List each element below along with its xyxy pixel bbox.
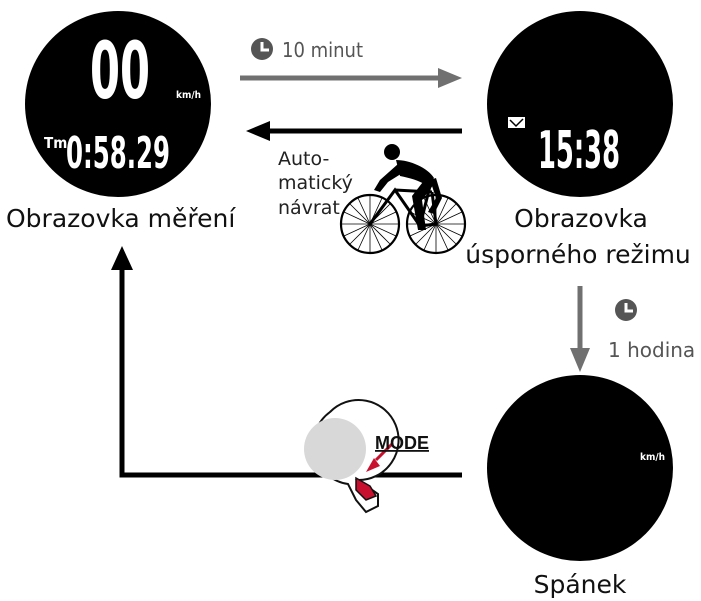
measurement-time-prefix: Tm — [44, 134, 67, 152]
arrow-to-power-saving — [240, 68, 462, 88]
measurement-display-circle — [25, 11, 211, 197]
clock-icon — [508, 117, 525, 128]
mode-button-label: MODE — [375, 433, 429, 453]
sleep-speed-unit: km/h — [640, 452, 665, 463]
sleep-screen: km/h — [487, 375, 673, 561]
auto-return-line3: návrat — [278, 197, 340, 219]
arrow-to-sleep — [570, 286, 590, 372]
power-saving-display-circle — [487, 11, 673, 197]
power-saving-screen: 15:38 — [487, 11, 673, 197]
timer-icon — [251, 38, 273, 60]
auto-return-line1: Auto- — [278, 148, 330, 170]
measurement-time-value: 0:58.29 — [66, 128, 170, 179]
power-saving-clock: 15:38 — [538, 121, 620, 181]
caption-power-saving-line2: úsporného režimu — [465, 240, 691, 269]
label-1-hour: 1 hodina — [608, 338, 696, 362]
mode-button-icon — [304, 399, 400, 514]
cyclist-icon — [339, 144, 467, 255]
measurement-speed-unit: km/h — [176, 90, 201, 101]
caption-sleep: Spánek — [533, 570, 627, 599]
timer-icon-sleep — [615, 299, 637, 321]
auto-return-line2: matický — [278, 172, 353, 194]
label-10-minutes: 10 minut — [282, 38, 363, 62]
caption-measurement: Obrazovka měření — [6, 204, 236, 233]
measurement-screen: 00 km/h Tm 0:58.29 — [25, 11, 211, 197]
sleep-display-circle — [487, 375, 673, 561]
arrow-auto-return — [246, 121, 462, 141]
measurement-speed: 00 — [90, 27, 150, 117]
caption-power-saving-line1: Obrazovka — [514, 204, 648, 233]
